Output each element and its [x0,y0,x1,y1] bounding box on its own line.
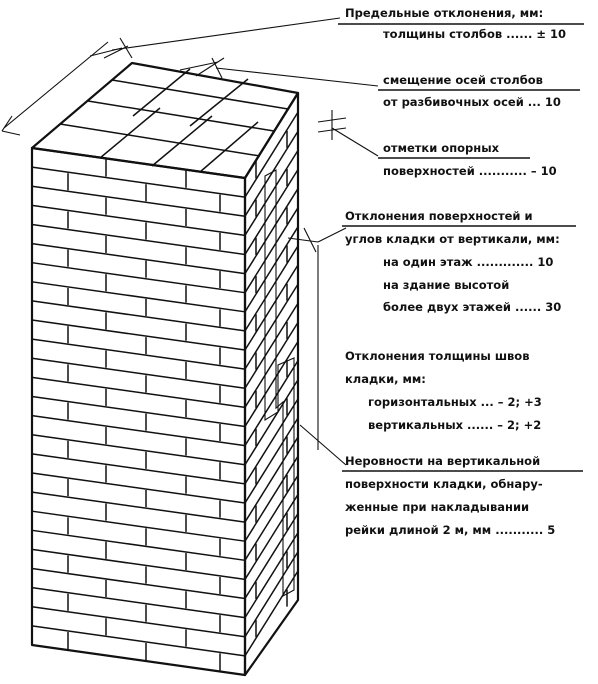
brick-joint [244,455,299,542]
unevenness-line4: рейки длиной 2 м, мм ........... 5 [345,523,555,537]
unevenness-line3: женные при накладывании [345,500,529,514]
brick-joint [31,491,246,523]
brick-joint [244,111,299,198]
dimension-lines [1,17,379,466]
brick-joint [31,510,246,542]
brick-joint [244,169,299,255]
support-marks-line2: поверхностей ........... – 10 [383,164,557,178]
annotations: Предельные отклонения, мм: толщины столб… [338,6,584,537]
brick-joint [244,341,299,427]
brick-joint [244,149,299,236]
pillar-top-face [30,61,300,180]
brick-joint [244,264,299,351]
brick-joint [31,606,246,638]
brick-joint [31,166,246,198]
vertical-joints-tolerance: вертикальных ...... – 2; +2 [368,418,541,432]
above-two-floors-tolerance: более двух этажей ...... 30 [383,300,561,314]
brick-joint [244,398,299,485]
brick-joint [244,379,299,466]
brick-joint [31,472,246,504]
brick-joint [244,302,299,389]
brick-joint [244,360,299,447]
brick-joint [31,395,246,428]
brick-joint [244,494,299,580]
brick-joint [244,417,299,504]
vertical-deviation-line1: Отклонения поверхностей и [345,209,533,223]
brick-joint [31,376,246,409]
brick-joint [31,223,246,256]
brick-joint [244,436,299,523]
unevenness-line1: Неровности на вертикальной [345,454,540,468]
pillar-right-face [243,91,300,677]
brick-joint [31,414,246,447]
left-face-brick-courses [31,159,246,671]
per-floor-tolerance: на один этаж ............. 10 [383,255,553,269]
support-marks-line1: отметки опорных [383,141,500,155]
brick-joint [31,338,246,370]
brick-joint [31,185,246,217]
right-face-brick-courses [244,111,299,657]
leveling-rod [264,169,295,597]
building-height-line: на здание высотой [383,278,509,292]
axis-offset-line1: смещение осей столбов [383,73,543,87]
vertical-deviation-line2: углов кладки от вертикали, мм: [345,232,560,246]
brick-joint [31,261,246,294]
pillar-thickness-tolerance: толщины столбов ...... ± 10 [383,27,566,41]
unevenness-line2: поверхности кладки, обнару- [345,477,543,491]
joint-thickness-line2: кладки, мм: [345,372,426,386]
brick-joint [244,188,299,274]
brick-joint [31,625,246,657]
brick-joint [31,204,246,237]
brick-joint [244,474,299,561]
brick-joint [244,226,299,313]
brick-joint [31,357,246,390]
brick-pillar [30,61,300,677]
brick-joint [244,551,299,638]
brick-joint [31,242,246,275]
brick-joint [31,586,246,619]
brick-joint [244,321,299,408]
horizontal-joints-tolerance: горизонтальных ... – 2; +3 [368,395,542,409]
brick-joint [31,529,246,562]
brick-joint [31,319,246,351]
axis-offset-line2: от разбивочных осей ... 10 [383,95,561,109]
brick-joint [244,283,299,370]
brick-joint [244,207,299,294]
brick-joint [31,453,246,485]
top-face-brick-joints [59,68,289,173]
brick-joint [244,513,299,599]
brick-joint [244,130,299,217]
brick-joint [31,281,246,313]
brick-joint [31,548,246,581]
joint-thickness-line1: Отклонения толщины швов [345,349,529,363]
brick-joint [244,570,299,657]
brick-joint [244,245,299,332]
brick-joint [31,567,246,600]
limit-deviations-heading: Предельные отклонения, мм: [345,6,543,20]
brick-joint [244,532,299,619]
brick-joint [31,300,246,332]
brick-joint [31,433,246,466]
